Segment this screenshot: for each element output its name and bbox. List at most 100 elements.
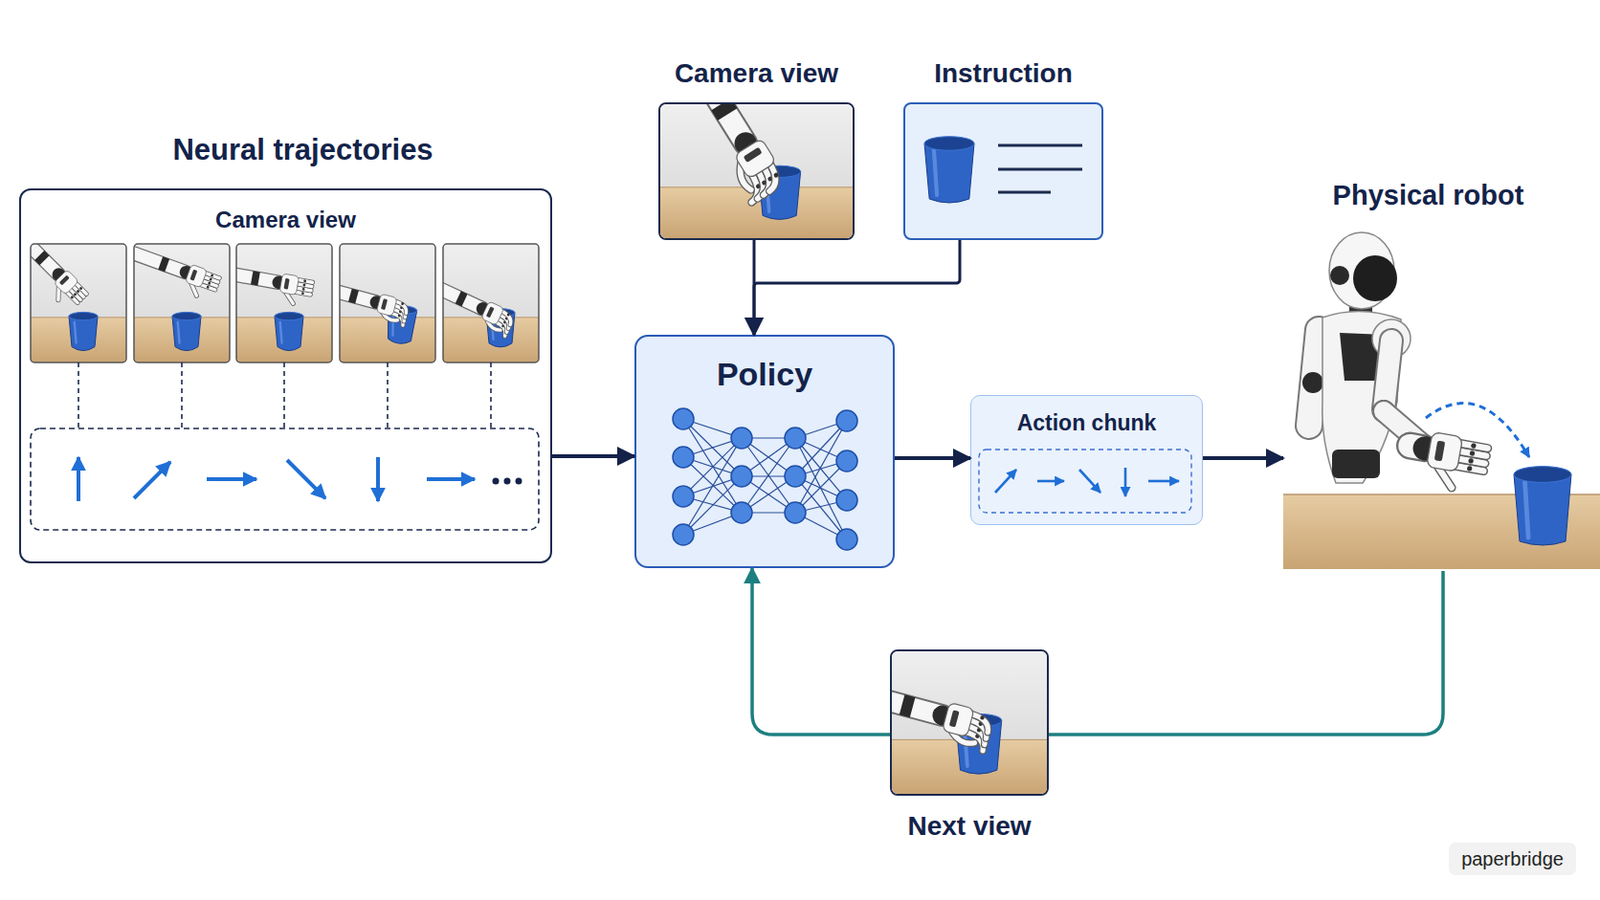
illustration-part [199,284,215,290]
illustration-part [491,321,510,336]
illustration-part [977,721,983,727]
illustration-part [506,312,511,317]
chunk-title: Action chunk [942,410,1231,436]
flow-connector [754,240,960,335]
illustration-part [486,306,495,318]
illustration-part [72,292,77,297]
illustration-part [443,317,539,363]
illustration-part [949,731,977,746]
network-neuron [731,466,753,488]
illustration-part [207,281,212,286]
illustration-part [30,244,127,363]
illustration-part [133,244,187,273]
illustration-part [711,104,737,121]
robot-hand [339,269,410,326]
illustration-part [1339,333,1386,381]
illustration-part [965,713,992,734]
illustration-part [976,728,981,734]
motion-arrow [1037,480,1065,484]
camera-frame [660,104,853,239]
network-edge [683,438,742,535]
illustration-part [760,179,768,187]
network-neuron [784,427,806,449]
illustration-part [284,291,296,304]
illustration-part [755,161,782,192]
frame-border [236,244,333,363]
illustration-part [743,147,763,163]
ellipsis-dot [515,478,523,486]
illustration-part [1453,466,1485,472]
policy-box: Policy [634,334,895,569]
illustration-part [1309,330,1319,426]
illustration-part [766,177,770,212]
flow-connector [894,456,971,461]
illustration-part [284,291,296,304]
illustration-part [1456,450,1488,457]
frame-border [133,244,230,363]
motion-arrow [995,469,1017,493]
illustration-part [200,280,217,287]
illustration-part [660,104,853,239]
table-edge [1283,493,1600,496]
illustration-part [899,694,916,718]
illustration-part [965,713,992,734]
illustration-part [400,302,404,306]
panel-heading: Neural trajectories [9,133,597,168]
frame-border [339,244,436,363]
dashed-leader [180,362,183,429]
illustration-part [51,286,66,300]
illustration-part [68,311,98,320]
illustration-part [1309,330,1319,426]
illustration-part [1329,232,1395,310]
robot-hand [133,244,222,302]
illustration-part [236,266,279,284]
illustration-part [1383,411,1424,446]
illustration-part [1349,298,1373,322]
illustration-part [339,244,436,363]
illustration-part [187,283,200,296]
illustration-part [199,284,215,290]
network-edge [741,438,796,513]
network-edge [741,476,796,513]
illustration-part [503,320,508,325]
text-line-icon [998,144,1083,148]
flow-connector [752,568,890,735]
illustration-part [1468,450,1475,457]
camera-frame [236,244,333,363]
illustration-part [283,278,289,290]
illustration-part [975,733,980,739]
illustration-part [236,266,279,284]
illustration-part [1467,458,1474,465]
network-edge [795,476,847,540]
network-edge [795,512,847,540]
illustration-part [1302,372,1324,394]
motion-arrow [1079,469,1101,493]
motion-arrow [376,457,380,502]
cup [758,165,801,220]
network-edge [795,421,847,477]
illustration-part [1322,311,1401,484]
network-edge [741,476,796,513]
network-edge [795,421,847,513]
illustration-part [69,295,74,300]
illustration-part [280,322,283,344]
illustration-part [1332,449,1380,479]
motion-arrow [426,477,475,482]
illustration-part [494,314,512,330]
chunk-inner-box [978,449,1192,513]
illustration-part [293,291,311,295]
illustration-part [380,298,388,311]
cup [384,304,418,346]
camera-frame [891,651,1047,795]
text-line-icon [998,168,1083,172]
illustration-part [339,278,377,303]
illustration-part [924,143,975,203]
illustration-part [387,304,418,315]
robot-heading: Physical robot [1241,179,1600,212]
network-neuron [836,489,858,512]
cup [274,311,304,351]
illustration-part [51,286,66,300]
illustration-part [949,710,960,728]
